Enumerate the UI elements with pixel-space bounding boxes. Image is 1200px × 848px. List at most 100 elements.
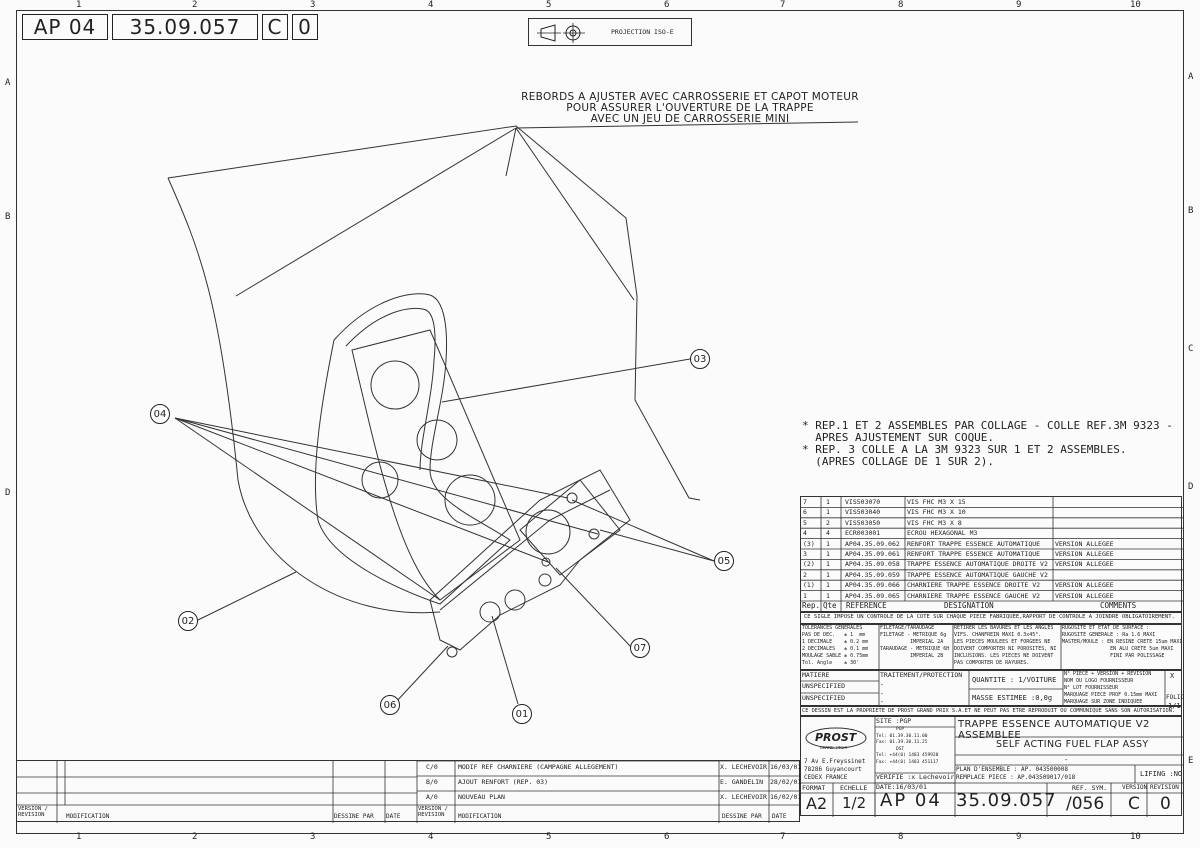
version-label: VERSION: [1122, 784, 1148, 791]
zone-label: 8: [898, 832, 904, 842]
bom-table: [800, 496, 1183, 613]
fil-line: IMPERIAL 2B: [880, 653, 944, 659]
header-doc-prefix: AP 04: [22, 14, 108, 40]
note-line: APRES AJUSTEMENT SUR COQUE.: [802, 431, 995, 444]
zone-label: 10: [1130, 0, 1141, 10]
bom-qte: 1: [826, 581, 830, 590]
bom-designation: CHARNIERE TRAPPE ESSENCE DROITE V2: [907, 581, 1041, 590]
header-doc-number: 35.09.057: [112, 14, 258, 40]
mark-line: MARQUAGE PIECE PROF 0.15mm MAXI: [1064, 692, 1158, 698]
matiere-block: [800, 670, 1182, 707]
rug-line: RUGOSITE GENERALE : Ra 1.6 MAXI: [1062, 632, 1156, 638]
bom-header-comments: COMMENTS: [1100, 601, 1137, 610]
x-mark: X: [1170, 672, 1175, 680]
revision-text: NOUVEAU PLAN: [458, 793, 505, 801]
zone-label-side: E: [1188, 756, 1194, 766]
rev-header-dessine: DESSINE PAR: [334, 813, 374, 820]
ref-sym: /056: [1066, 794, 1105, 814]
assembly-notes: * REP.1 ET 2 ASSEMBLES PAR COLLAGE - COL…: [802, 420, 1173, 468]
matiere-grid: [801, 671, 1166, 707]
revision-code: C/0: [426, 763, 438, 771]
control-note-box: [800, 612, 1182, 624]
bom-rep: 6: [803, 508, 807, 517]
balloon-04: 04: [150, 404, 170, 424]
projection-box: PROJECTION ISO-E: [528, 18, 692, 46]
mark-line: N° PIECE + VERSION + REVISION: [1064, 671, 1152, 677]
bom-reference: VIS503040: [845, 508, 881, 517]
bav-line: VIFS. CHANFREIN MAXI 0.3x45°.: [954, 632, 1042, 638]
drawing-frame: [16, 10, 1184, 834]
zone-label: 2: [192, 832, 198, 842]
tol-line: PAS DE DEC. ± 1 mm: [802, 632, 866, 638]
matiere-value: UNSPECIFIED: [802, 694, 846, 702]
plan-ensemble: PLAN D'ENSEMBLE : AP. 043500008: [956, 766, 1068, 773]
bom-rep: 2: [803, 570, 807, 579]
bom-rep: 1: [803, 591, 807, 600]
folio-label: FOLIO: [1166, 694, 1185, 701]
masse-estimee: MASSE ESTIMEE :0,0g: [972, 694, 1053, 702]
revision-code: A/0: [426, 793, 438, 801]
traitement-line: -: [880, 689, 884, 697]
projection-symbol-icon: [537, 23, 585, 43]
bom-designation: CHARNIERE TRAPPE ESSENCE GAUCHE V2: [907, 591, 1041, 600]
bom-qte: 2: [826, 518, 830, 527]
matiere-value: UNSPECIFIED: [802, 682, 846, 690]
bom-qte: 1: [826, 498, 830, 506]
bom-reference: AP04.35.09.066: [845, 581, 900, 590]
bom-grid: [801, 497, 1183, 613]
bom-designation: TRAPPE ESSENCE AUTOMATIQUE GAUCHE V2: [907, 570, 1048, 579]
site-line: DST: [896, 746, 905, 752]
traitement-line: -: [880, 680, 884, 688]
tolerance-block: [800, 624, 1182, 671]
zone-label: 3: [310, 832, 316, 842]
zone-labels-bottom: 1 2 3 4 5 6 7 8 9 10: [16, 832, 1182, 842]
bom-designation: RENFORT TRAPPE ESSENCE AUTOMATIQUE: [907, 539, 1041, 548]
rev-header-date: DATE: [386, 813, 401, 820]
bom-qte: 1: [826, 539, 830, 548]
zone-label: 5: [546, 0, 552, 10]
revision-grid: [17, 761, 801, 823]
zone-label: 4: [428, 832, 434, 842]
bom-designation: VIS FHC M3 X 10: [907, 508, 966, 517]
bom-rep: (3): [803, 539, 815, 548]
header-revision: C: [262, 14, 288, 40]
zone-label: 7: [780, 832, 786, 842]
zone-label: 6: [664, 0, 670, 10]
bav-line: DOIVENT COMPORTER NI POROSITES, NI: [954, 646, 1057, 652]
balloon-05: 05: [714, 551, 734, 571]
traitement-label: TRAITEMENT/PROTECTION: [880, 671, 963, 679]
zone-label: 9: [1016, 832, 1022, 842]
bom-rep: 3: [803, 550, 807, 558]
bav-line: LES PIECES MOULEES ET FORGEES NE: [954, 639, 1051, 645]
ref-sym-label: REF. SYM.: [1072, 784, 1108, 792]
tol-line: 1 DECIMALE ± 0.2 mm: [802, 639, 869, 645]
bom-reference: VIS503070: [845, 498, 881, 506]
zone-label: 2: [192, 0, 198, 10]
bom-designation: VIS FHC M3 X 15: [907, 498, 966, 506]
bom-qte: 4: [826, 529, 830, 538]
bom-rep: (2): [803, 560, 815, 569]
revision-code: B/0: [426, 778, 438, 786]
revision-date: 16/03/01: [770, 763, 802, 771]
rug-line: EN ALU CRETE 5um MAXI: [1062, 646, 1174, 652]
bom-header-reference: REFERENCE: [846, 601, 887, 610]
zone-label-side: B: [1188, 206, 1194, 216]
bottom-doc-number: 35.09.057: [956, 790, 1057, 811]
zone-label: 1: [76, 832, 82, 842]
fil-line: TARAUDAGE - METRIQUE 6H: [880, 646, 950, 652]
bom-rep: 5: [803, 518, 807, 527]
site-line: PGP: [896, 727, 905, 732]
bom-header-qte: Qte: [823, 601, 837, 610]
bom-designation: RENFORT TRAPPE ESSENCE AUTOMATIQUE: [907, 550, 1041, 558]
title-dash: -: [1064, 756, 1069, 764]
bom-reference: AP04.35.09.061: [845, 550, 900, 558]
bom-qte: 1: [826, 550, 830, 558]
mark-line: N° LOT FOURNISSEUR: [1064, 685, 1119, 691]
revision-table: [16, 760, 801, 823]
bom-reference: AP04.35.09.059: [845, 570, 900, 579]
